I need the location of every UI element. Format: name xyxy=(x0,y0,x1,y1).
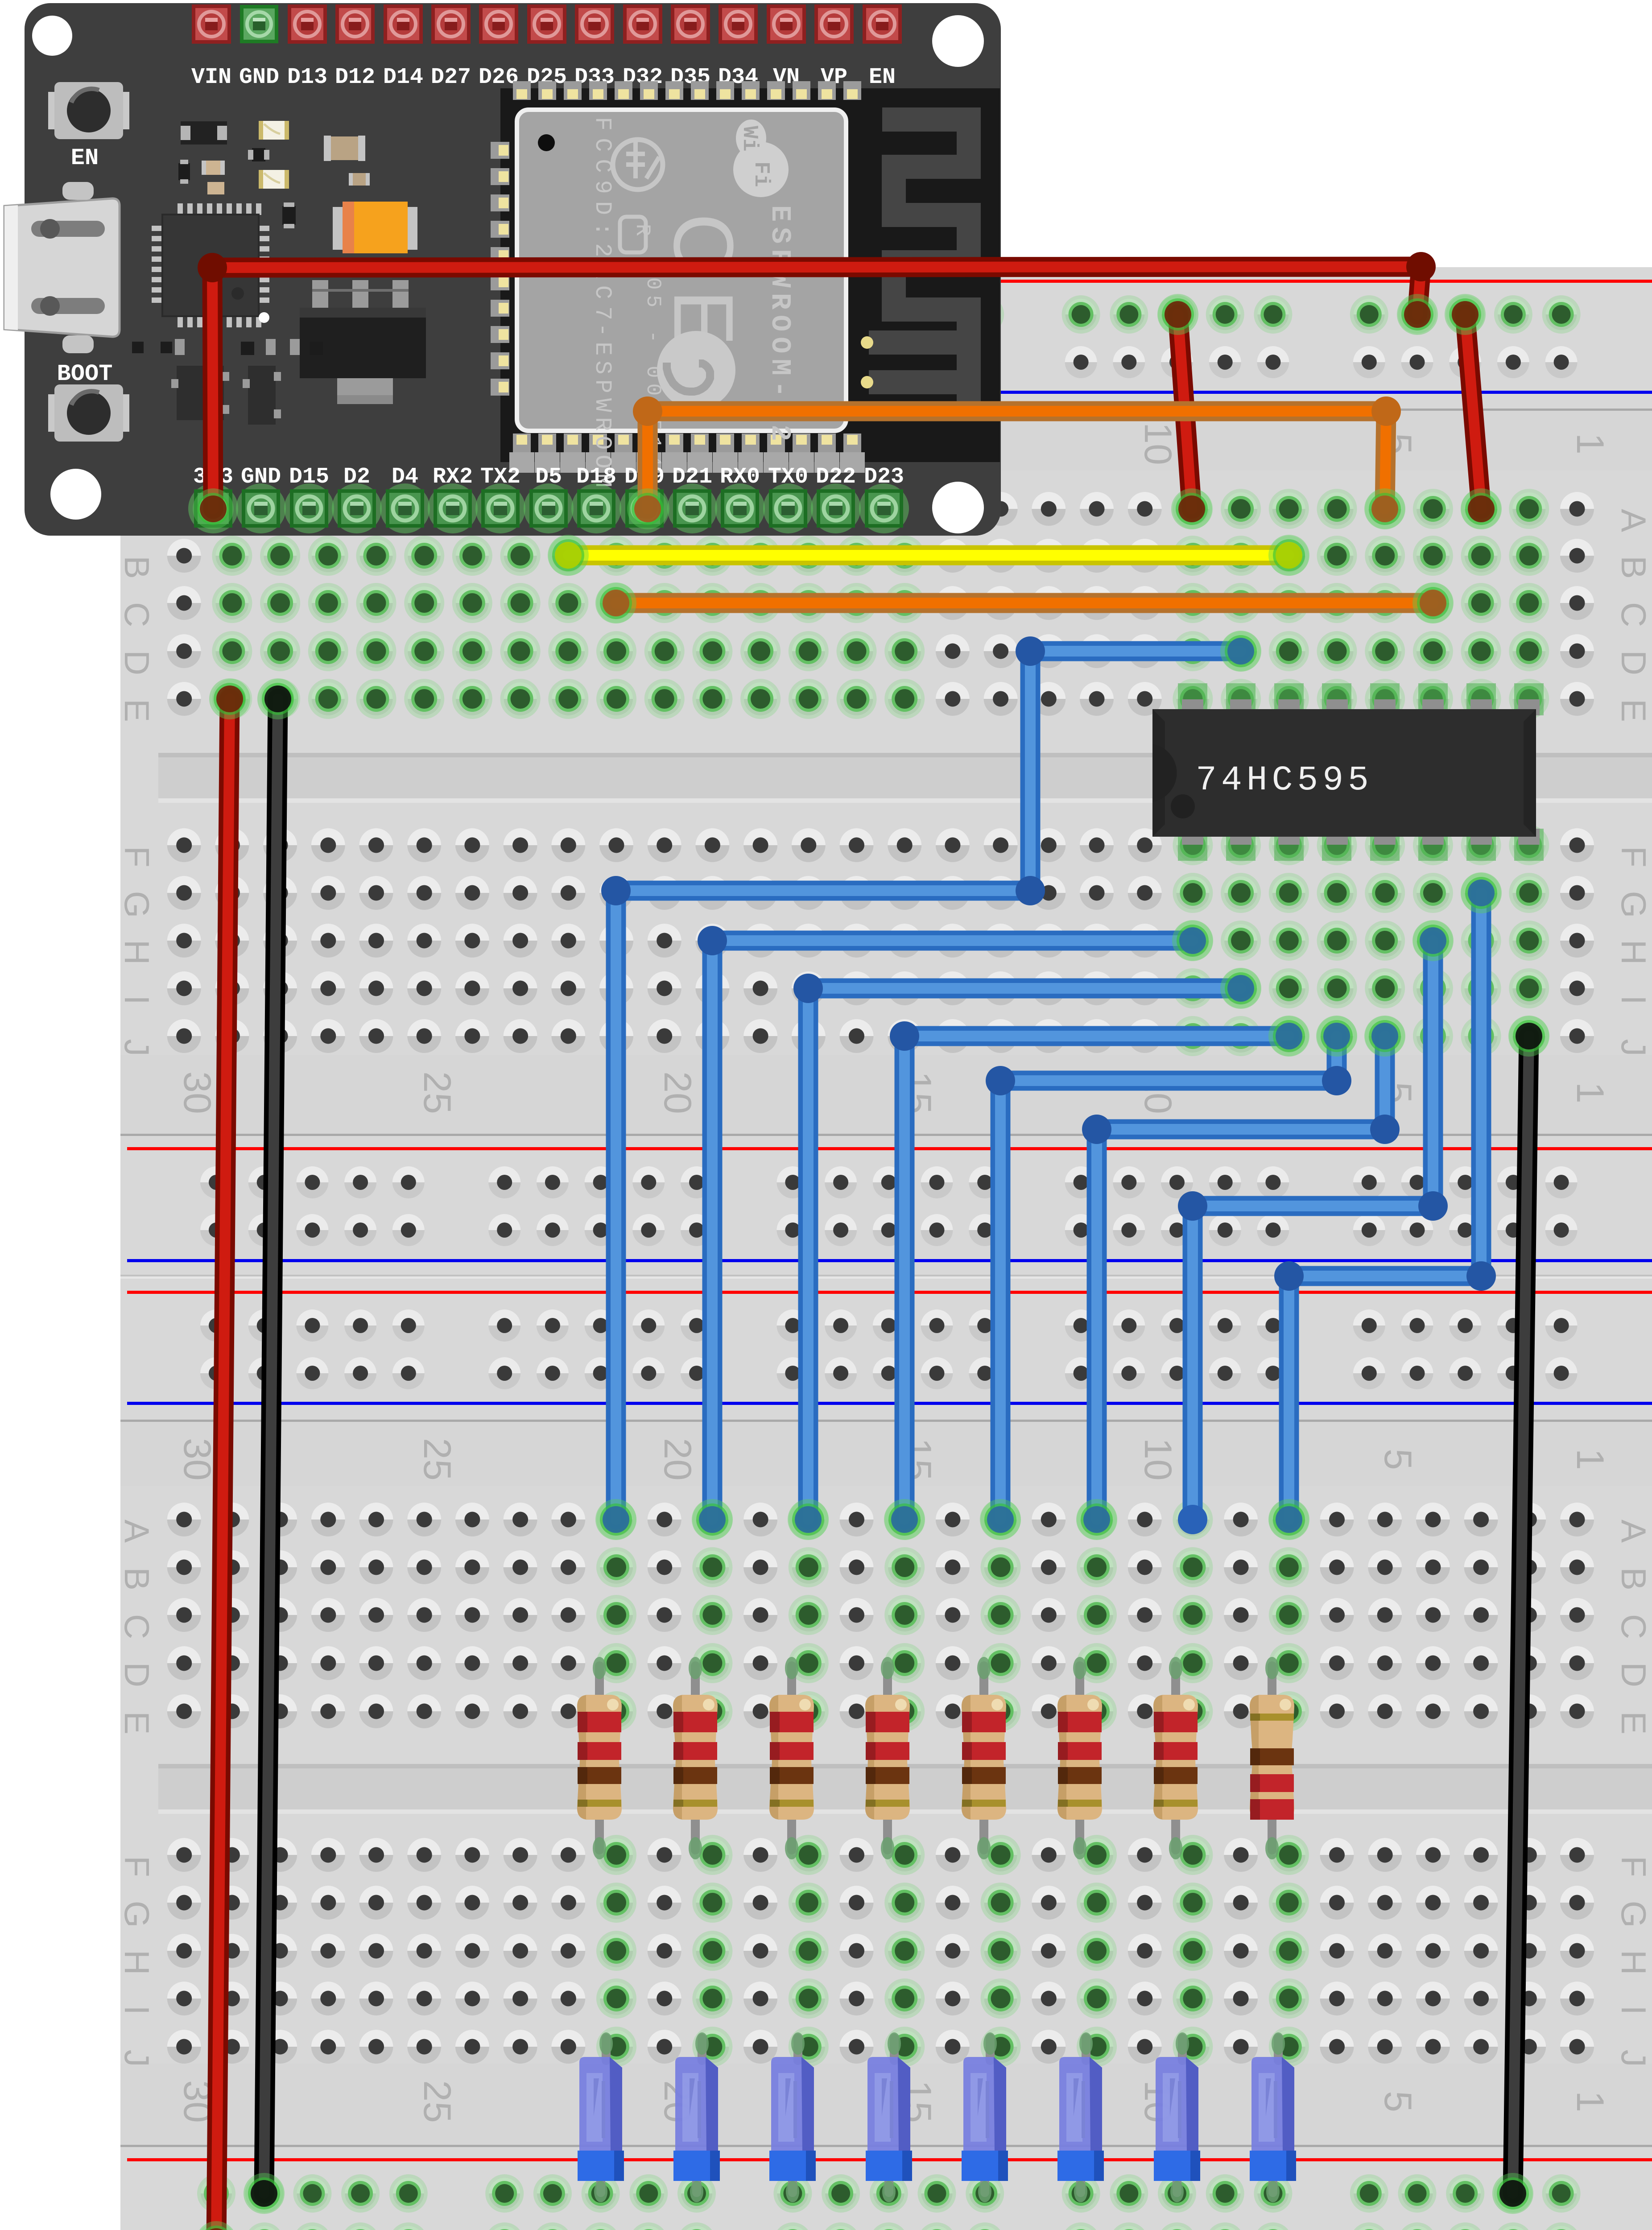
svg-text:R: R xyxy=(631,224,654,236)
svg-text:E: E xyxy=(1614,1711,1652,1734)
svg-text:B: B xyxy=(1614,1567,1652,1590)
svg-text:E: E xyxy=(117,1711,157,1734)
svg-text:J: J xyxy=(117,2050,157,2067)
svg-text:H: H xyxy=(117,940,157,965)
svg-text:1: 1 xyxy=(1569,1082,1611,1103)
svg-text:H: H xyxy=(1614,940,1652,965)
svg-text:10: 10 xyxy=(1136,422,1179,465)
svg-text:5: 5 xyxy=(1376,2091,1419,2112)
svg-text:J: J xyxy=(1614,1039,1652,1057)
svg-text:H: H xyxy=(117,1950,157,1975)
svg-text:GND: GND xyxy=(239,65,279,90)
svg-text:Fi: Fi xyxy=(749,161,773,187)
svg-text:20: 20 xyxy=(656,1071,699,1114)
svg-text:C: C xyxy=(1614,602,1652,627)
svg-text:I: I xyxy=(1614,2005,1652,2015)
svg-text:25: 25 xyxy=(416,1438,458,1481)
svg-text:J: J xyxy=(117,1039,157,1057)
svg-text:A: A xyxy=(117,1520,157,1543)
svg-text:D13: D13 xyxy=(287,65,327,90)
svg-text:F: F xyxy=(1614,846,1652,867)
svg-text:D: D xyxy=(1614,650,1652,675)
svg-text:25: 25 xyxy=(416,2080,458,2123)
svg-text:1: 1 xyxy=(1569,2091,1611,2112)
svg-text:D26: D26 xyxy=(479,65,519,90)
svg-text:C: C xyxy=(117,602,157,627)
svg-text:1: 1 xyxy=(1569,1449,1611,1470)
svg-text:30: 30 xyxy=(176,1071,219,1114)
svg-text:E: E xyxy=(117,699,157,722)
svg-text:Wi: Wi xyxy=(737,126,761,152)
svg-text:FCC9D:2AC7: FCC9D:2AC7 xyxy=(589,117,615,327)
svg-text:D27: D27 xyxy=(431,65,471,90)
svg-text:EN: EN xyxy=(71,145,99,171)
svg-text:20: 20 xyxy=(656,1438,699,1481)
svg-text:G: G xyxy=(1614,891,1652,918)
svg-text:B: B xyxy=(117,556,157,579)
svg-text:H: H xyxy=(1614,1950,1652,1975)
svg-text:F: F xyxy=(1614,1856,1652,1877)
svg-text:I: I xyxy=(1614,995,1652,1005)
svg-text:VIN: VIN xyxy=(191,65,231,90)
svg-text:B: B xyxy=(1614,556,1652,579)
svg-text:D: D xyxy=(117,1662,157,1687)
svg-text:B: B xyxy=(117,1567,157,1590)
svg-text:A: A xyxy=(1614,1520,1652,1543)
svg-text:25: 25 xyxy=(416,1071,458,1114)
svg-text:C: C xyxy=(1614,1614,1652,1639)
svg-text:BOOT: BOOT xyxy=(57,361,113,387)
svg-text:1: 1 xyxy=(1569,433,1611,454)
svg-text:F: F xyxy=(117,846,157,867)
svg-text:74HC595: 74HC595 xyxy=(1196,761,1373,800)
svg-text:A: A xyxy=(1614,509,1652,532)
svg-text:EN: EN xyxy=(869,65,896,90)
svg-text:10: 10 xyxy=(1136,1438,1179,1481)
svg-text:5: 5 xyxy=(1376,1449,1419,1470)
svg-text:I: I xyxy=(117,2005,157,2015)
svg-text:D14: D14 xyxy=(383,65,423,90)
svg-text:C: C xyxy=(117,1614,157,1639)
svg-text:30: 30 xyxy=(176,1438,219,1481)
svg-text:G: G xyxy=(1614,1901,1652,1928)
svg-text:D: D xyxy=(1614,1662,1652,1687)
svg-text:D: D xyxy=(117,650,157,675)
svg-text:J: J xyxy=(1614,2050,1652,2067)
svg-text:I: I xyxy=(117,995,157,1005)
svg-text:G: G xyxy=(117,891,157,918)
svg-text:G: G xyxy=(117,1901,157,1928)
svg-text:E: E xyxy=(1614,699,1652,722)
svg-text:D12: D12 xyxy=(335,65,375,90)
svg-text:F: F xyxy=(117,1856,157,1877)
